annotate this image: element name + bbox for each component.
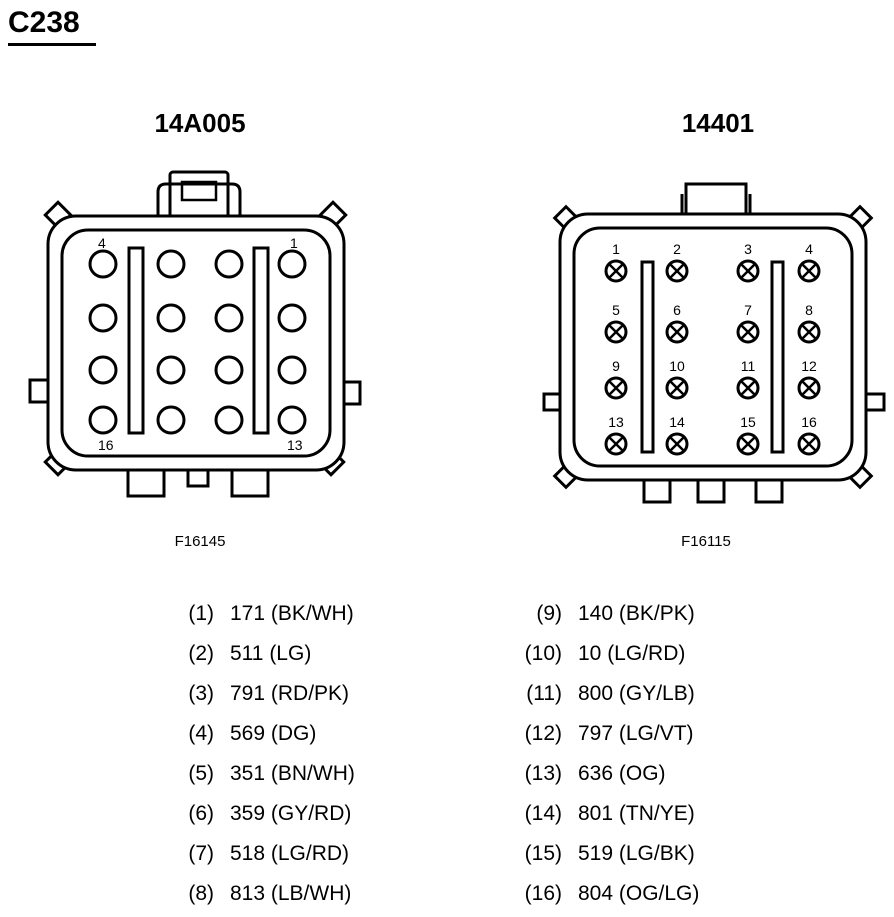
pinout-row: (7) 518 (LG/RD)	[174, 841, 349, 867]
pin-number: (14)	[524, 802, 562, 825]
wire-circuit: 791 (RD/PK)	[230, 682, 350, 705]
pin-number: (9)	[536, 602, 562, 625]
pinout-row: (5) 351 (BN/WH)	[174, 761, 355, 787]
pin-label-8: 8	[805, 302, 813, 318]
left-connector-name: 14A005	[154, 108, 246, 138]
right-connector-name: 14401	[681, 108, 755, 138]
pinout-row: (2) 511 (LG)	[174, 641, 311, 667]
pin-label-13: 13	[608, 414, 624, 430]
left-connector-diagram: 4 1 16 13	[28, 170, 362, 498]
wire-circuit: 519 (LG/BK)	[578, 842, 695, 865]
wire-circuit: 797 (LG/VT)	[578, 722, 694, 745]
pin-label-7: 7	[744, 302, 752, 318]
pin-label-10: 10	[669, 358, 685, 374]
pin-number: (6)	[188, 802, 214, 825]
pin-12: 12	[797, 358, 821, 400]
wire-circuit: 351 (BN/WH)	[230, 762, 355, 785]
pin-label-11: 11	[741, 358, 756, 374]
pin-number: (8)	[188, 882, 214, 905]
connector-title: C238	[8, 6, 80, 39]
pinout-row: (12) 797 (LG/VT)	[512, 721, 694, 747]
pin-label-9: 9	[612, 358, 620, 374]
wire-circuit: 800 (GY/LB)	[578, 682, 695, 705]
pin-16: 16	[797, 414, 821, 456]
pin-number: (12)	[524, 722, 562, 745]
pin-14: 14	[665, 414, 689, 456]
pin-number: (16)	[524, 882, 562, 905]
pinout-row: (4) 569 (DG)	[174, 721, 316, 747]
pinout-row: (8) 813 (LB/WH)	[174, 881, 351, 907]
wire-circuit: 10 (LG/RD)	[578, 642, 686, 665]
pinout-row: (11) 800 (GY/LB)	[512, 681, 695, 707]
pinout-row: (13) 636 (OG)	[512, 761, 666, 787]
pin-number: (15)	[524, 842, 562, 865]
pinout-row: (9) 140 (BK/PK)	[512, 601, 695, 627]
pin-number: (10)	[524, 642, 562, 665]
pin-number: (13)	[524, 762, 562, 785]
pin-3: 3	[736, 241, 760, 283]
right-figure-code: F16115	[681, 533, 731, 550]
pin-8: 8	[797, 302, 821, 344]
wire-circuit: 518 (LG/RD)	[230, 842, 350, 865]
pin-6: 6	[665, 302, 689, 344]
pin-number: (5)	[188, 762, 214, 785]
pin-label-15: 15	[740, 414, 756, 430]
wire-circuit: 511 (LG)	[230, 642, 312, 665]
pin-label-1: 1	[612, 241, 620, 257]
pin-number: (1)	[188, 602, 214, 625]
pinout-row: (1) 171 (BK/WH)	[174, 601, 354, 627]
pinout-row: (14) 801 (TN/YE)	[512, 801, 695, 827]
pinout-row: (6) 359 (GY/RD)	[174, 801, 351, 827]
pin-label-3: 3	[744, 241, 752, 257]
wire-circuit: 813 (LB/WH)	[230, 882, 352, 905]
wire-circuit: 569 (DG)	[230, 722, 317, 745]
pin-7: 7	[736, 302, 760, 344]
wire-circuit: 140 (BK/PK)	[578, 602, 695, 625]
pin-label-16: 16	[801, 414, 817, 430]
pin-label-12: 12	[801, 358, 817, 374]
pin-1: 1	[604, 241, 628, 283]
pin-number: (2)	[188, 642, 214, 665]
wire-circuit: 171 (BK/WH)	[230, 602, 354, 625]
pin-label-4: 4	[98, 235, 106, 251]
pinout-row: (3) 791 (RD/PK)	[174, 681, 349, 707]
pin-label-4: 4	[805, 241, 813, 257]
pin-label-2: 2	[673, 241, 681, 257]
pin-label-13: 13	[287, 437, 303, 453]
pin-number: (7)	[188, 842, 214, 865]
pin-number: (4)	[188, 722, 214, 745]
wire-circuit: 804 (OG/LG)	[578, 882, 700, 905]
wire-circuit: 359 (GY/RD)	[230, 802, 352, 825]
pin-9: 9	[604, 358, 628, 400]
left-figure-code: F16145	[174, 533, 226, 550]
pin-number: (3)	[188, 682, 214, 705]
pin-15: 15	[736, 414, 760, 456]
pinout-row: (10) 10 (LG/RD)	[512, 641, 686, 667]
title-underline	[8, 43, 96, 46]
pin-10: 10	[665, 358, 689, 400]
pin-number: (11)	[526, 682, 562, 705]
pin-2: 2	[665, 241, 689, 283]
pin-label-14: 14	[669, 414, 685, 430]
pin-13: 13	[604, 414, 628, 456]
pin-label-1: 1	[290, 235, 298, 251]
pinout-row: (15) 519 (LG/BK)	[512, 841, 695, 867]
wire-circuit: 801 (TN/YE)	[578, 802, 695, 825]
wire-circuit: 636 (OG)	[578, 762, 666, 785]
pin-11: 11	[736, 358, 760, 400]
pin-5: 5	[604, 302, 628, 344]
pinout-row: (16) 804 (OG/LG)	[512, 881, 700, 907]
pin-label-5: 5	[612, 302, 620, 318]
pin-label-16: 16	[98, 437, 114, 453]
pin-label-6: 6	[673, 302, 681, 318]
pin-4: 4	[797, 241, 821, 283]
